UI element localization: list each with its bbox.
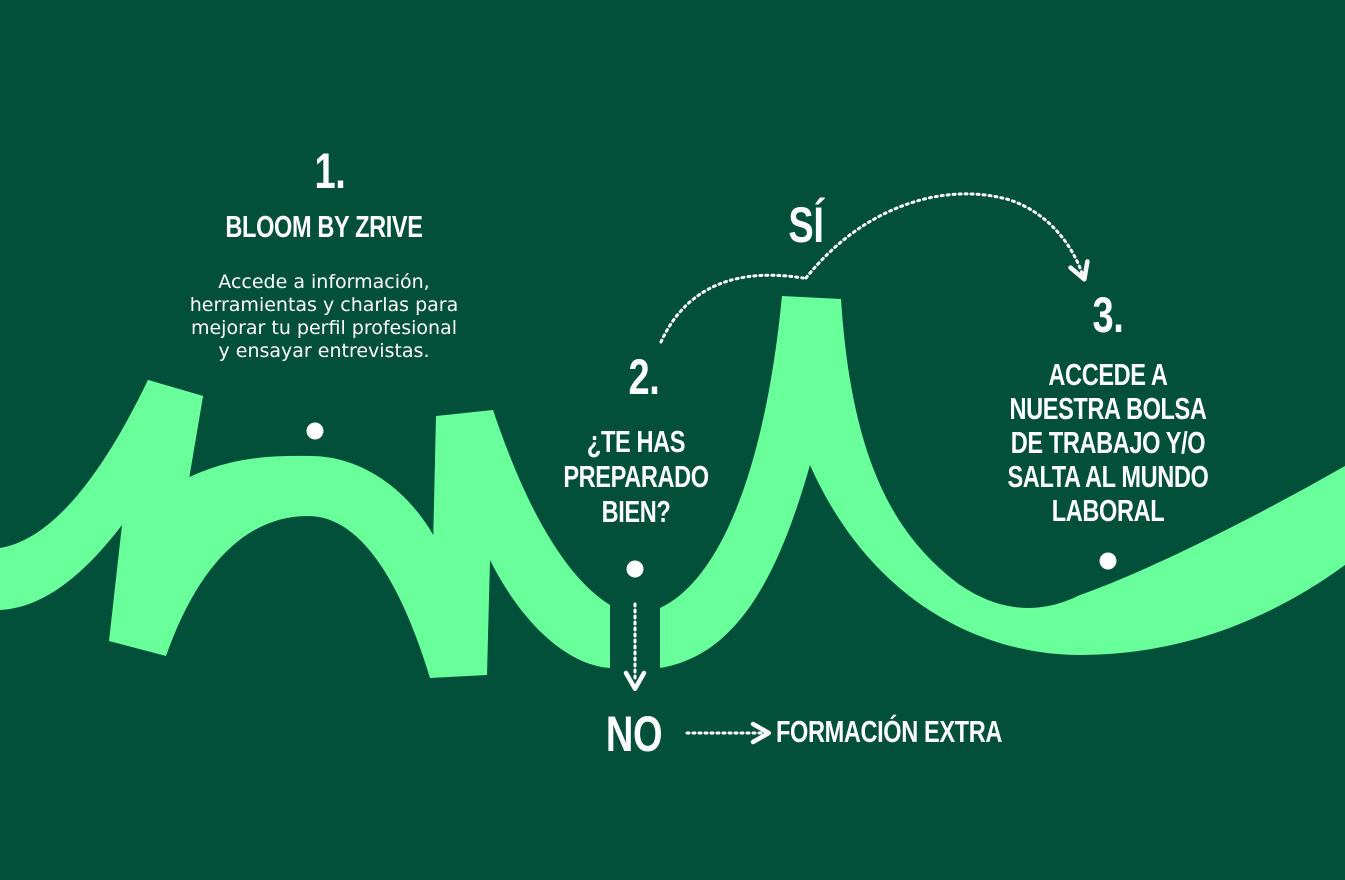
yes-arrow-to-step3 [804, 192, 1090, 282]
step2-number: 2. [628, 349, 660, 405]
step1-marker-dot [306, 422, 324, 440]
step3-title: ACCEDE A NUESTRA BOLSA DE TRABAJO Y/O SA… [994, 358, 1222, 528]
yes-label: SÍ [788, 197, 824, 253]
step2-question-line: ¿TE HAS [586, 424, 686, 459]
step2-question-line: PREPARADO [563, 459, 709, 494]
step1-description-line: Accede a información, [218, 271, 430, 293]
no-label: NO [605, 706, 663, 762]
yes-arc-connector [659, 273, 805, 344]
step1-description-line: y ensayar entrevistas. [218, 340, 430, 362]
step3-title-line: LABORAL [1051, 493, 1165, 528]
step2-marker-dot [626, 560, 644, 578]
step1-number: 1. [314, 143, 346, 199]
step2-question: ¿TE HAS PREPARADO BIEN? [560, 424, 712, 529]
step3-title-line: DE TRABAJO Y/O [1010, 425, 1206, 460]
ribbon-arch-step2 [430, 410, 610, 678]
step3-title-line: SALTA AL MUNDO [1007, 459, 1209, 494]
step3-marker-dot [1099, 552, 1117, 570]
ribbon-spike-yes [660, 296, 1345, 668]
step1-description-line: herramientas y charlas para [189, 294, 459, 316]
step3-title-line: ACCEDE A [1048, 357, 1168, 392]
ribbon-segment-step1 [0, 380, 203, 610]
step1-title: BLOOM BY ZRIVE [225, 209, 423, 244]
step3-number: 3. [1092, 287, 1124, 343]
step1-description-line: mejorar tu perfil profesional [190, 317, 457, 339]
step2-question-line: BIEN? [601, 494, 671, 529]
step1-description: Accede a información, herramientas y cha… [124, 271, 524, 363]
ribbon-hump-step1 [109, 455, 436, 678]
step3-title-line: NUESTRA BOLSA [1009, 391, 1207, 426]
extra-training-label: FORMACIÓN EXTRA [776, 714, 1002, 749]
